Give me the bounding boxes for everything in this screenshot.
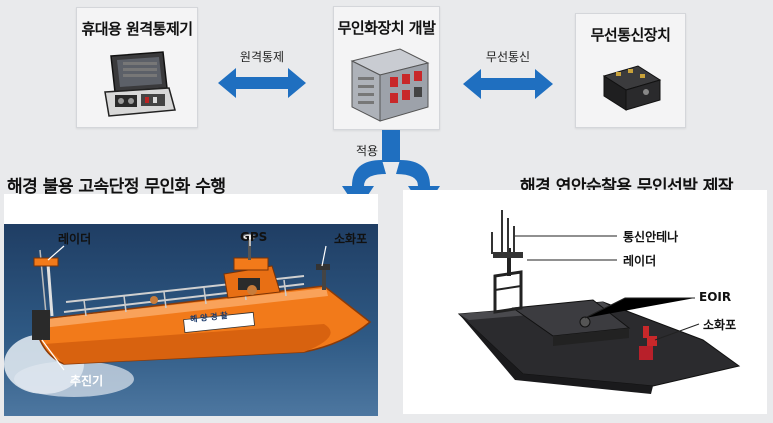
control-unit-icon [344,41,432,125]
left-radar-label: 레이더 [58,232,92,246]
wireless-comm-label: 무선통신 [485,50,531,64]
handheld-controller-title: 휴대용 원격통제기 [81,20,193,38]
unmanned-device-title: 무인화장치 개발 [337,19,436,37]
unmanned-vessel-illustration [403,190,767,414]
right-radar-label: 레이더 [623,254,657,268]
remote-control-arrow [216,66,308,100]
unmanned-device-panel: 무인화장치 개발 [333,6,440,130]
left-gps-label: GPS [240,230,268,244]
handheld-controller-panel: 휴대용 원격통제기 [76,7,198,128]
right-boat-photo: 통신안테나 레이더 EOIR 소화포 [403,190,767,414]
portable-controller-icon [101,48,177,120]
orange-boat-illustration [4,194,378,416]
apply-label: 적용 [355,144,379,158]
left-fire-cannon-label: 소화포 [334,232,368,246]
wireless-device-title: 무선통신장치 [590,26,671,44]
right-antenna-label: 통신안테나 [623,230,679,244]
left-section-title: 해경 불용 고속단정 무인화 수행 [7,177,226,197]
left-boat-photo: 레이더 GPS 소화포 추진기 해 양 경 찰 [4,194,378,416]
left-propulsion-label: 추진기 [70,374,104,388]
right-eoir-label: EOIR [699,290,732,304]
wireless-device-panel: 무선통신장치 [575,13,686,128]
wireless-comm-arrow [461,67,555,101]
right-fire-cannon-label: 소화포 [703,318,737,332]
remote-control-label: 원격통제 [239,50,285,64]
radio-module-icon [598,58,664,118]
